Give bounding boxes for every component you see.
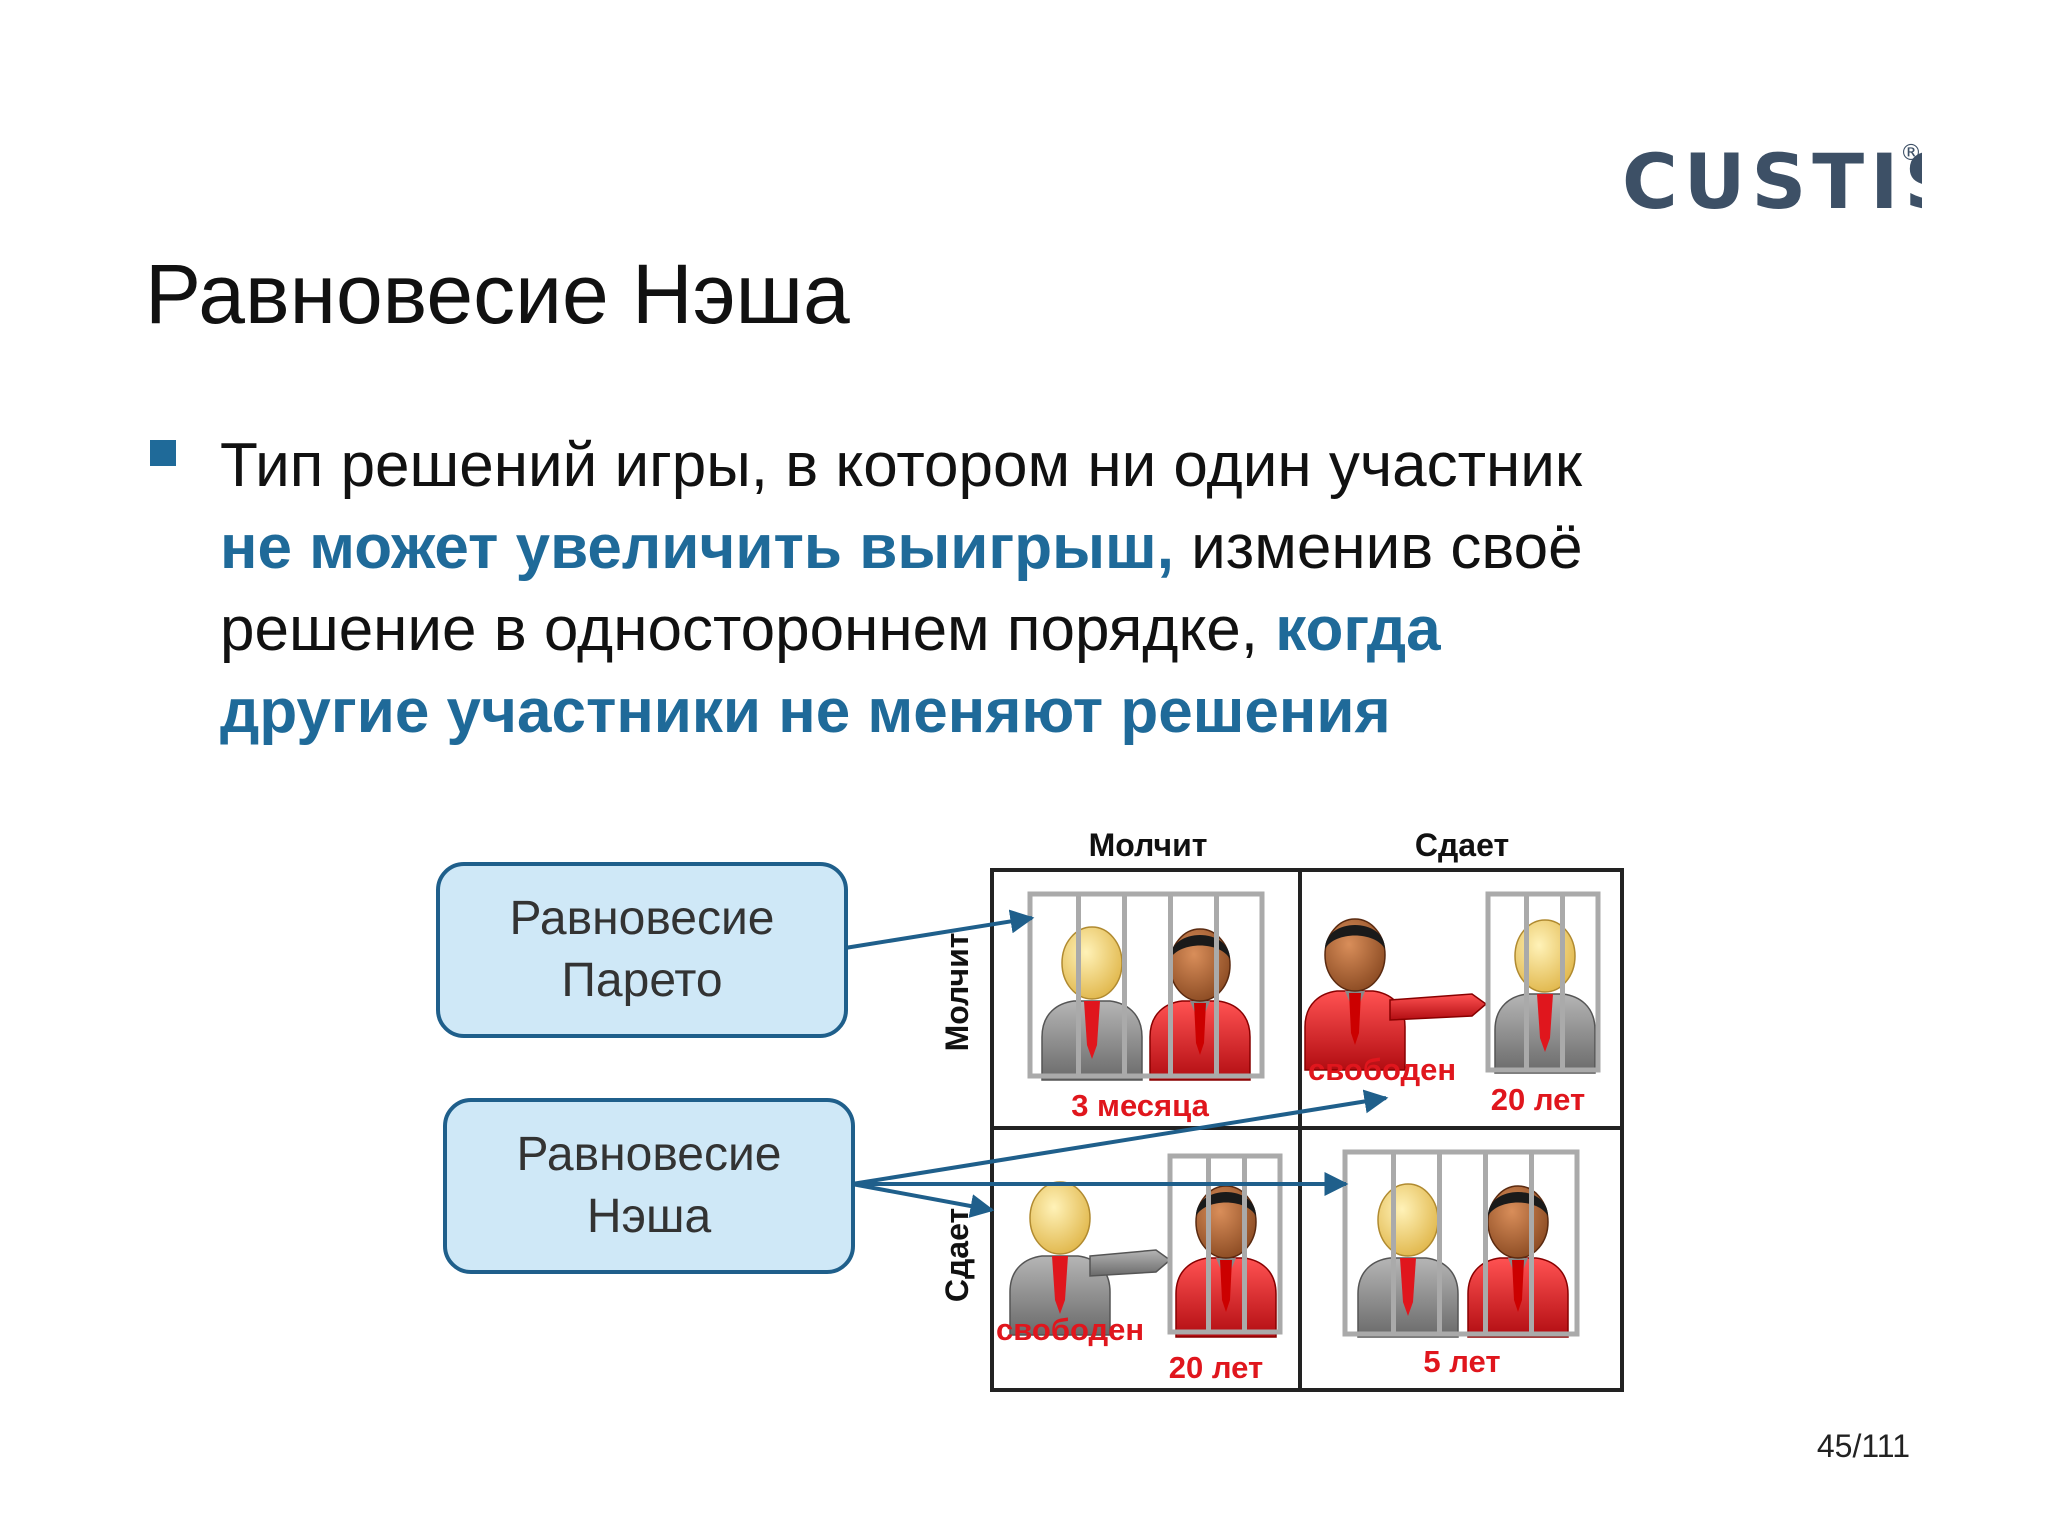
- page-number: 45/111: [1816, 1428, 1910, 1464]
- cell-top-right-label-left: свободен: [1308, 1052, 1456, 1087]
- bullet-square-icon: [150, 440, 176, 466]
- nash-equilibrium-callout: Равновесие Нэша: [443, 1098, 855, 1274]
- pareto-equilibrium-callout: Равновесие Парето: [436, 862, 848, 1038]
- registered-mark: ®: [1900, 141, 1922, 166]
- bullet-text: Тип решений игры, в котором ни один учас…: [220, 425, 1620, 753]
- row-header-silent: Молчит: [939, 933, 975, 1052]
- cell-bottom-left-label-right: 20 лет: [1169, 1350, 1263, 1385]
- cell-top-left-label: 3 месяца: [1071, 1088, 1209, 1123]
- cell-bottom-right: 5 лет: [1345, 1152, 1577, 1379]
- column-header-silent: Молчит: [1089, 827, 1208, 863]
- cell-top-right-label-right: 20 лет: [1491, 1082, 1585, 1117]
- bullet-highlight1: не может увеличить выигрыш,: [220, 513, 1174, 582]
- logo-text: CUSTIS: [1622, 137, 1922, 226]
- cell-bottom-left-label-left: свободен: [996, 1312, 1144, 1347]
- bullet-text-part2: изменив своё решение в одностороннем пор…: [220, 513, 1583, 664]
- custis-logo: CUSTIS ®: [1622, 120, 1959, 235]
- cell-top-left: 3 месяца: [1030, 894, 1262, 1123]
- cell-bottom-right-label: 5 лет: [1423, 1344, 1500, 1379]
- arrow-nash-to-bottom-left: [851, 1182, 995, 1218]
- bullet-text-part1: Тип решений игры, в котором ни один учас…: [220, 431, 1583, 500]
- nash-callout-line2: Нэша: [586, 1190, 712, 1243]
- row-header-betray: Сдает: [939, 1208, 975, 1302]
- slide-title: Равновесие Нэша: [145, 247, 850, 341]
- pareto-callout-line2: Парето: [561, 954, 723, 1007]
- column-header-betray: Сдает: [1415, 827, 1509, 863]
- pointing-arm-icon: [1389, 993, 1488, 1021]
- cell-top-right: свободен 20 лет: [1304, 894, 1598, 1117]
- arrow-pareto-to-silent-silent: [844, 909, 1035, 950]
- arrow-nash-to-top-right: [851, 1089, 1389, 1186]
- pareto-callout-line1: Равновесие: [509, 892, 775, 945]
- pointing-arm-icon: [1089, 1249, 1172, 1277]
- nash-callout-line1: Равновесие: [516, 1128, 782, 1181]
- cell-bottom-left: свободен 20 лет: [996, 1156, 1280, 1385]
- bullet-highlight2: когда другие участники не меняют решения: [220, 595, 1441, 746]
